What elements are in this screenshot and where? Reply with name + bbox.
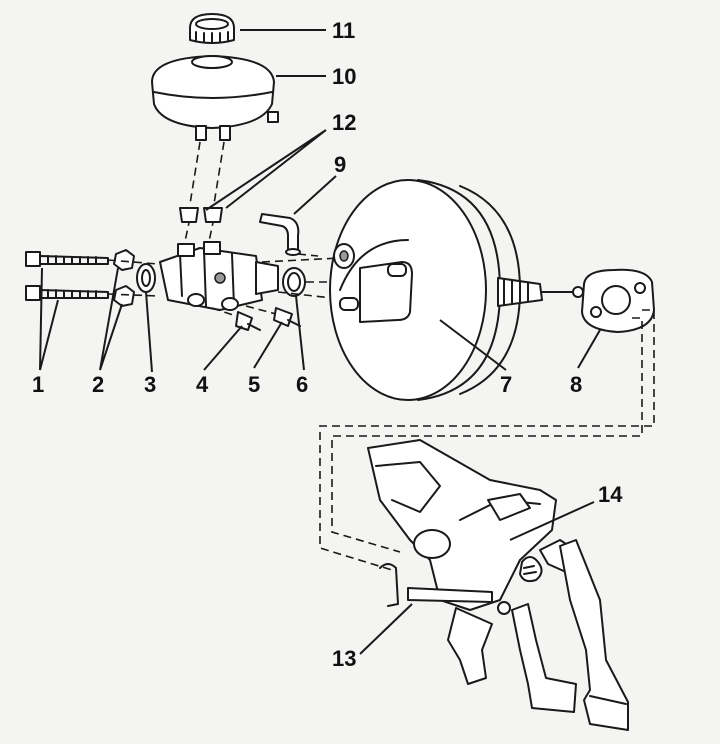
callout-2: 2 [92, 372, 104, 397]
mounting-nuts [113, 249, 135, 307]
callout-12: 12 [332, 110, 356, 135]
callout-8: 8 [570, 372, 582, 397]
callout-4: 4 [196, 372, 209, 397]
o-ring-seal [282, 267, 306, 297]
callout-6: 6 [296, 372, 308, 397]
seal-ring [136, 263, 156, 293]
callout-leader-lines [39, 29, 601, 655]
brake-line-fittings [211, 305, 301, 331]
booster-gasket [581, 268, 655, 333]
vacuum-hose [259, 213, 319, 257]
brake-booster [329, 179, 584, 401]
callout-13: 13 [332, 646, 356, 671]
callout-1: 1 [32, 372, 44, 397]
pedal-bracket-assembly [367, 439, 629, 731]
callout-labels: 11 10 12 9 1 2 3 4 5 6 7 8 13 14 [32, 18, 623, 671]
callout-10: 10 [332, 64, 356, 89]
callout-5: 5 [248, 372, 260, 397]
mounting-bolts [25, 251, 109, 301]
fluid-reservoir [151, 55, 279, 141]
master-cylinder [159, 241, 279, 311]
callout-3: 3 [144, 372, 156, 397]
reservoir-guide-lines [183, 141, 225, 247]
callout-11: 11 [332, 18, 355, 43]
reservoir-grommets [179, 207, 223, 223]
callout-9: 9 [334, 152, 346, 177]
callout-14: 14 [598, 482, 623, 507]
reservoir-cap [189, 13, 235, 44]
callout-7: 7 [500, 372, 512, 397]
